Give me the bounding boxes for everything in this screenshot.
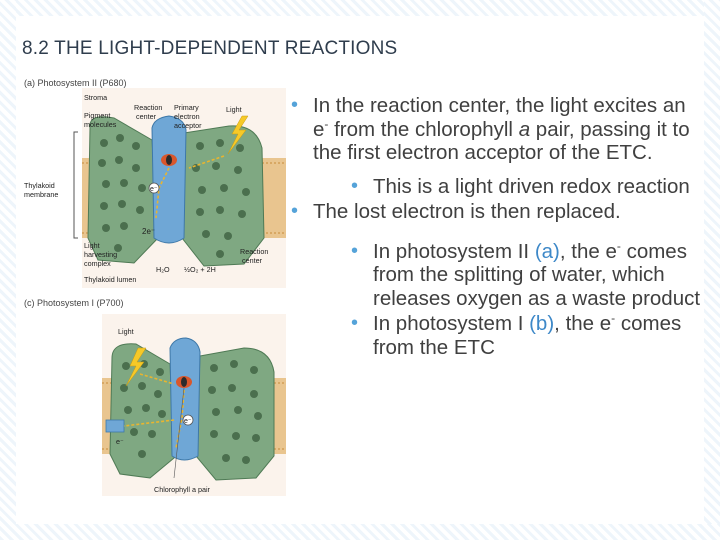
e-minus-label: e⁻ — [150, 186, 158, 193]
thylakoid-lumen-label: Thylakoid lumen — [84, 275, 136, 284]
reaction-center2-label-line1: Reaction — [240, 247, 268, 256]
bullet-reaction-center: In the reaction center, the light excite… — [291, 94, 701, 165]
water-label: H₂O — [156, 265, 170, 274]
reaction-center-label-line1: Reaction — [134, 103, 162, 112]
e-minus-label-b2: e⁻ — [116, 437, 124, 446]
frame-border-bottom — [0, 524, 720, 540]
thylakoid-membrane-label-line1: Thylakoid — [24, 181, 55, 190]
subbullet-photosystem-i: In photosystem I (b), the e- comes from … — [351, 312, 701, 359]
harvesting-label-line3: complex — [84, 259, 111, 268]
photosystem-i-diagram: (c) Photosystem I (P700) — [24, 298, 286, 502]
primary-acceptor-label-line1: Primary — [174, 103, 199, 112]
subbullet-photosystem-ii: In photosystem II (a), the e- comes from… — [351, 240, 701, 311]
harvesting-label-line1: Light — [84, 241, 100, 250]
reaction-center2-label-line2: center — [242, 256, 263, 265]
e-minus-label-b1: e⁻ — [184, 418, 192, 425]
harvesting-label-line2: harvesting — [84, 250, 117, 259]
thylakoid-membrane-label-line2: membrane — [24, 190, 58, 199]
bullet-electron-replaced: The lost electron is then replaced. — [291, 200, 701, 224]
primary-acceptor-label-line3: acceptor — [174, 121, 202, 130]
subbullet-redox: This is a light driven redox reaction — [351, 175, 701, 199]
light-label-b: Light — [118, 327, 134, 336]
bullet-content: In the reaction center, the light excite… — [291, 94, 701, 359]
molecules-label: molecules — [84, 120, 117, 129]
frame-border-right — [704, 0, 720, 540]
photosystem-ii-diagram: (a) Photosystem II (P680) — [24, 78, 286, 288]
figure-a-caption: (a) Photosystem II (P680) — [24, 78, 286, 88]
two-electron-label: 2e⁻ — [142, 227, 155, 236]
slide-title: 8.2 THE LIGHT-DEPENDENT REACTIONS — [22, 38, 397, 60]
reaction-center-label-line2: center — [136, 112, 157, 121]
photosystem-ii-illustration: e⁻ 2e⁻ Stroma Pigment molecules Reaction… — [24, 88, 286, 288]
pigment-label: Pigment — [84, 111, 110, 120]
chlorophyll-pair-label: Chlorophyll a pair — [154, 485, 211, 494]
light-label: Light — [226, 105, 242, 114]
slide: 8.2 THE LIGHT-DEPENDENT REACTIONS (a) Ph… — [16, 16, 704, 524]
photosystem-i-illustration: Light e⁻ e⁻ Chlorophyll a pair — [24, 308, 286, 502]
oxygen-label: ½O₂ + 2H — [184, 265, 216, 274]
stroma-label: Stroma — [84, 93, 107, 102]
frame-border-left — [0, 0, 16, 540]
primary-acceptor-label-line2: electron — [174, 112, 200, 121]
figure-b-caption: (c) Photosystem I (P700) — [24, 298, 286, 308]
frame-border-top — [0, 0, 720, 16]
